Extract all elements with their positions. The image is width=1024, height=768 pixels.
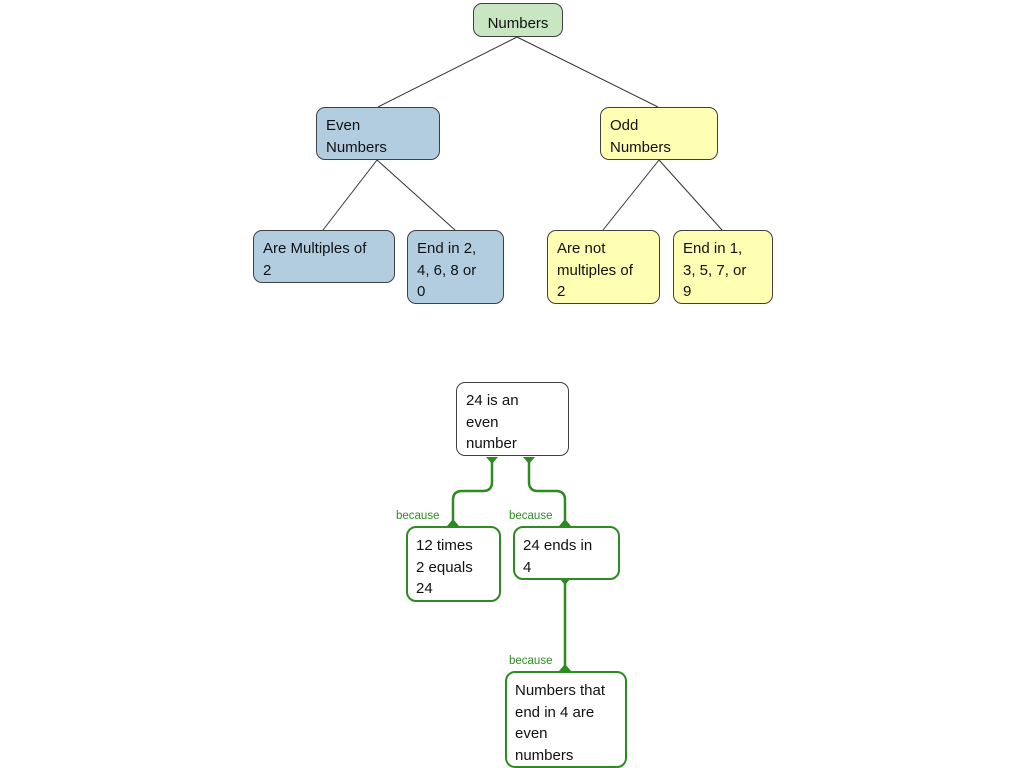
connector-arrow-bottom-2	[559, 519, 571, 526]
edge-root-even	[377, 36, 518, 108]
connector-claim-reason-1	[451, 459, 494, 525]
node-odd-numbers[interactable]: Odd Numbers	[600, 107, 718, 160]
because-label-3: because	[509, 655, 553, 667]
node-even-numbers[interactable]: Even Numbers	[316, 107, 440, 160]
node-are-not-multiples-of-2[interactable]: Are not multiples of 2	[547, 230, 660, 304]
edge-odd-multiples	[602, 159, 660, 231]
because-label-2: because	[509, 510, 553, 522]
edge-even-ending	[376, 159, 456, 231]
node-are-multiples-of-2[interactable]: Are Multiples of 2	[253, 230, 395, 283]
node-reason-ends-in-4[interactable]: 24 ends in 4	[513, 526, 620, 580]
connector-arrow-bottom-3	[559, 664, 571, 671]
node-reason-numbers-ending-in-4[interactable]: Numbers that end in 4 are even numbers	[505, 671, 627, 768]
because-label-1: because	[396, 510, 440, 522]
node-numbers[interactable]: Numbers	[473, 3, 563, 37]
connector-arrow-top-1	[486, 457, 498, 464]
node-end-in-even-digits[interactable]: End in 2, 4, 6, 8 or 0	[407, 230, 504, 304]
connector-arrow-top-2	[523, 457, 535, 464]
connector-arrow-bottom-1	[447, 519, 459, 526]
edge-odd-ending	[658, 159, 723, 231]
connector-claim-reason-2	[527, 459, 567, 525]
node-reason-12-times-2[interactable]: 12 times 2 equals 24	[406, 526, 501, 602]
edge-even-multiples	[322, 159, 378, 231]
node-end-in-odd-digits[interactable]: End in 1, 3, 5, 7, or 9	[673, 230, 773, 304]
edge-root-odd	[516, 36, 659, 108]
node-claim-24-even[interactable]: 24 is an even number	[456, 382, 569, 456]
